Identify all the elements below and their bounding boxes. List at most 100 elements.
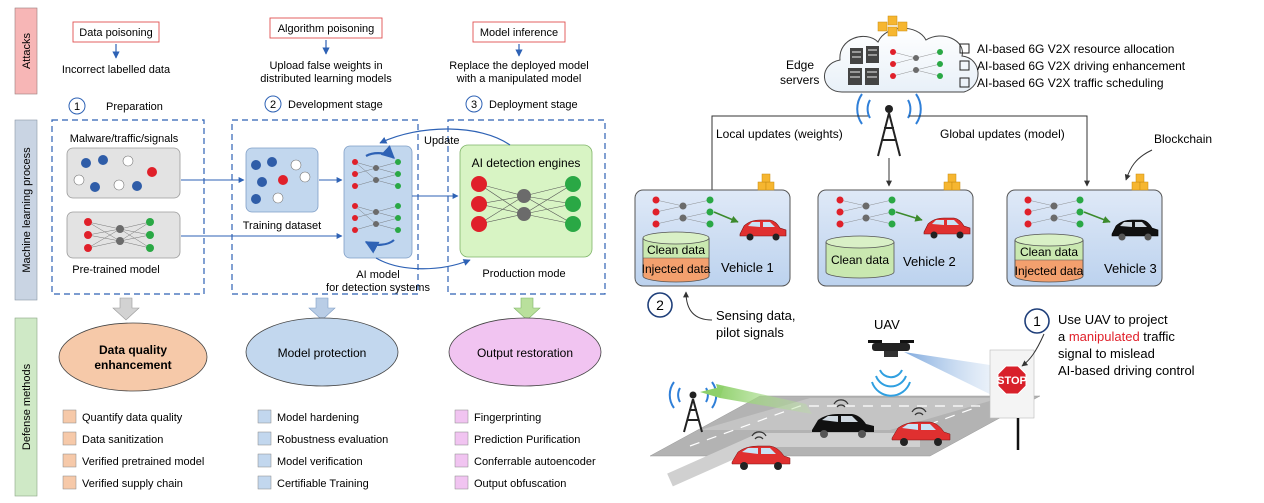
attacks-label: Attacks: [21, 32, 33, 69]
vehicle-panel-1: Clean data Injected data Vehicle 1: [634, 173, 791, 287]
svg-text:Deployment stage: Deployment stage: [489, 99, 578, 111]
attack-model-inference: Model inference: [472, 21, 566, 43]
preparation-container: [51, 119, 205, 295]
svg-text:Quantify data quality: Quantify data quality: [82, 412, 183, 424]
development-container: [231, 119, 419, 295]
inference-desc-1: Replace the deployed model: [449, 60, 588, 72]
svg-text:Verified pretrained model: Verified pretrained model: [82, 456, 204, 468]
black-car-icon: [1111, 219, 1159, 241]
svg-text:Development stage: Development stage: [288, 99, 383, 111]
svg-text:2: 2: [656, 297, 664, 313]
deployment-container: [447, 119, 606, 295]
svg-text:Model protection: Model protection: [278, 346, 367, 360]
svg-text:enhancement: enhancement: [94, 358, 171, 372]
attack-data-poisoning: Data poisoning: [72, 21, 160, 43]
road-scene: [649, 395, 1041, 487]
stage-development: 2 Development stage: [264, 95, 383, 113]
data-cylinder: [1014, 233, 1084, 283]
ai-model-label-2: for detection systems: [326, 282, 430, 294]
svg-text:Use UAV to project: Use UAV to project: [1058, 312, 1168, 327]
svg-text:3: 3: [471, 99, 477, 111]
svg-text:AI-based 6G V2X traffic schedu: AI-based 6G V2X traffic scheduling: [977, 76, 1164, 90]
training-label: Training dataset: [243, 220, 321, 232]
attack-algorithm-poisoning: Algorithm poisoning: [269, 17, 383, 39]
svg-text:Verified supply chain: Verified supply chain: [82, 478, 183, 490]
svg-text:Model inference: Model inference: [480, 27, 558, 39]
svg-text:Output obfuscation: Output obfuscation: [474, 478, 566, 490]
svg-text:Injected data: Injected data: [642, 262, 711, 276]
ai-detection-engines-box: [459, 144, 593, 258]
local-updates-label: Local updates (weights): [716, 127, 843, 141]
row-label-defense: Defense methods: [14, 317, 38, 497]
defense-output-restoration: Output restoration: [448, 317, 602, 387]
ai-model-label-1: AI model: [356, 269, 399, 281]
svg-text:Robustness evaluation: Robustness evaluation: [277, 434, 388, 446]
application-checklist: AI-based 6G V2X resource allocation AI-b…: [959, 42, 1186, 90]
pretrained-label: Pre-trained model: [72, 264, 159, 276]
down-arrow-1: [112, 297, 140, 321]
svg-text:Algorithm poisoning: Algorithm poisoning: [278, 23, 375, 35]
road-red-car-icon: [891, 407, 951, 446]
vehicle-1-label: Vehicle 1: [721, 260, 774, 275]
vehicle-2-label: Vehicle 2: [903, 254, 956, 269]
stage-deployment: 3 Deployment stage: [465, 95, 578, 113]
svg-text:1: 1: [1033, 313, 1041, 329]
malware-data-box: [66, 147, 181, 199]
stop-sign-icon: STOP: [989, 349, 1035, 450]
svg-text:Preparation: Preparation: [106, 101, 163, 113]
down-arrow-3: [513, 297, 541, 321]
svg-text:Data quality: Data quality: [99, 343, 167, 357]
sensing-label-2: pilot signals: [716, 325, 784, 340]
edge-label-1: Edge: [786, 58, 814, 72]
update-label: Update: [424, 135, 459, 147]
row-label-ml-process: Machine learning process: [14, 119, 38, 301]
algorithm-desc-2: distributed learning models: [260, 73, 392, 85]
svg-text:signal to mislead: signal to mislead: [1058, 346, 1155, 361]
vehicle-panel-2: Clean data Vehicle 2: [817, 173, 974, 287]
defense-label: Defense methods: [21, 363, 33, 450]
red-car-icon: [739, 219, 787, 241]
svg-text:STOP: STOP: [997, 375, 1027, 387]
cell-tower-icon: [856, 93, 922, 157]
svg-text:Clean data: Clean data: [647, 243, 705, 257]
row-label-attacks: Attacks: [14, 7, 38, 95]
svg-text:Data poisoning: Data poisoning: [79, 27, 152, 39]
red-car-icon: [923, 217, 971, 239]
svg-text:AI-based 6G V2X driving enhanc: AI-based 6G V2X driving enhancement: [977, 59, 1186, 73]
data-cylinder: [825, 235, 895, 279]
svg-text:Output restoration: Output restoration: [477, 346, 573, 360]
data-poisoning-desc: Incorrect labelled data: [62, 64, 171, 76]
cloud-network-icon: [890, 49, 943, 79]
svg-text:Conferrable autoencoder: Conferrable autoencoder: [474, 456, 596, 468]
edge-cloud: [824, 27, 979, 93]
svg-text:Clean data: Clean data: [831, 253, 889, 267]
green-beam: [716, 384, 812, 414]
marker-2: 2: [647, 292, 673, 318]
svg-text:Clean data: Clean data: [1020, 245, 1078, 259]
defense-list-1: Quantify data quality Data sanitization …: [62, 409, 204, 490]
svg-text:1: 1: [74, 101, 80, 113]
engines-label: AI detection engines: [472, 156, 581, 170]
server-rack-icon: [848, 46, 879, 85]
svg-text:2: 2: [270, 99, 276, 111]
svg-text:Injected data: Injected data: [1015, 264, 1084, 278]
vehicle-3-label: Vehicle 3: [1104, 261, 1157, 276]
algorithm-desc-1: Upload false weights in: [269, 60, 382, 72]
uav-drone-icon: [868, 340, 914, 397]
down-arrow-2: [308, 297, 336, 321]
svg-text:Data sanitization: Data sanitization: [82, 434, 163, 446]
production-label: Production mode: [482, 268, 565, 280]
defense-data-quality: Data quality enhancement: [58, 322, 208, 392]
defense-list-3: Fingerprinting Prediction Purification C…: [454, 409, 596, 490]
defense-list-2: Model hardening Robustness evaluation Mo…: [257, 409, 388, 490]
marker-1: 1: [1024, 308, 1050, 334]
blockchain-label: Blockchain: [1154, 132, 1212, 146]
global-updates-label: Global updates (model): [940, 127, 1065, 141]
road-black-car-icon: [812, 399, 874, 438]
uav-note: Use UAV to project a manipulated traffic…: [1058, 312, 1195, 378]
defense-model-protection: Model protection: [245, 317, 399, 387]
svg-text:AI-based 6G V2X resource alloc: AI-based 6G V2X resource allocation: [977, 42, 1174, 56]
svg-text:a manipulated traffic: a manipulated traffic: [1058, 329, 1175, 344]
svg-text:Model verification: Model verification: [277, 456, 363, 468]
